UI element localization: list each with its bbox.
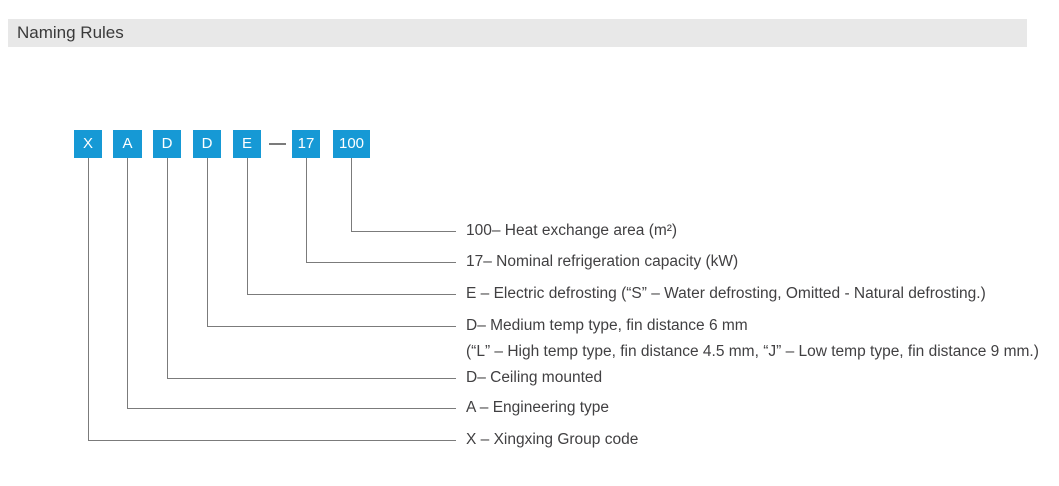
section-title: Naming Rules — [17, 23, 124, 42]
connector-hline-e — [247, 294, 456, 295]
code-box-e: E — [233, 130, 261, 158]
connector-hline-d1 — [167, 378, 456, 379]
connector-vline-x — [88, 158, 89, 440]
connector-hline-d2 — [207, 326, 456, 327]
connector-hline-17 — [306, 262, 456, 263]
legend-item-a: A – Engineering type — [466, 399, 610, 416]
code-box-a: A — [113, 130, 142, 158]
connector-vline-e — [247, 158, 248, 294]
connector-vline-a — [127, 158, 128, 408]
code-box-d1: D — [153, 130, 181, 158]
code-box-d2: D — [193, 130, 221, 158]
section-header: Naming Rules — [8, 19, 1027, 47]
legend-item-d1: D– Ceiling mounted — [466, 369, 603, 386]
code-box-x: X — [74, 130, 102, 158]
legend-item-17: 17– Nominal refrigeration capacity (kW) — [466, 253, 739, 270]
connector-vline-100 — [351, 158, 352, 231]
connector-hline-x — [88, 440, 456, 441]
connector-hline-a — [127, 408, 456, 409]
legend-item-x: X – Xingxing Group code — [466, 431, 639, 448]
dash-separator: — — [269, 143, 286, 145]
code-box-100: 100 — [333, 130, 370, 158]
legend-item-d2: D– Medium temp type, fin distance 6 mm — [466, 317, 748, 334]
connector-vline-17 — [306, 158, 307, 262]
code-box-17: 17 — [292, 130, 320, 158]
connector-vline-d2 — [207, 158, 208, 326]
connector-vline-d1 — [167, 158, 168, 378]
legend-item-d2-note: (“L” – High temp type, fin distance 4.5 … — [466, 343, 1039, 360]
connector-hline-100 — [351, 231, 456, 232]
legend-item-100: 100– Heat exchange area (m²) — [466, 222, 678, 239]
legend-item-e: E – Electric defrosting (“S” – Water def… — [466, 285, 986, 302]
